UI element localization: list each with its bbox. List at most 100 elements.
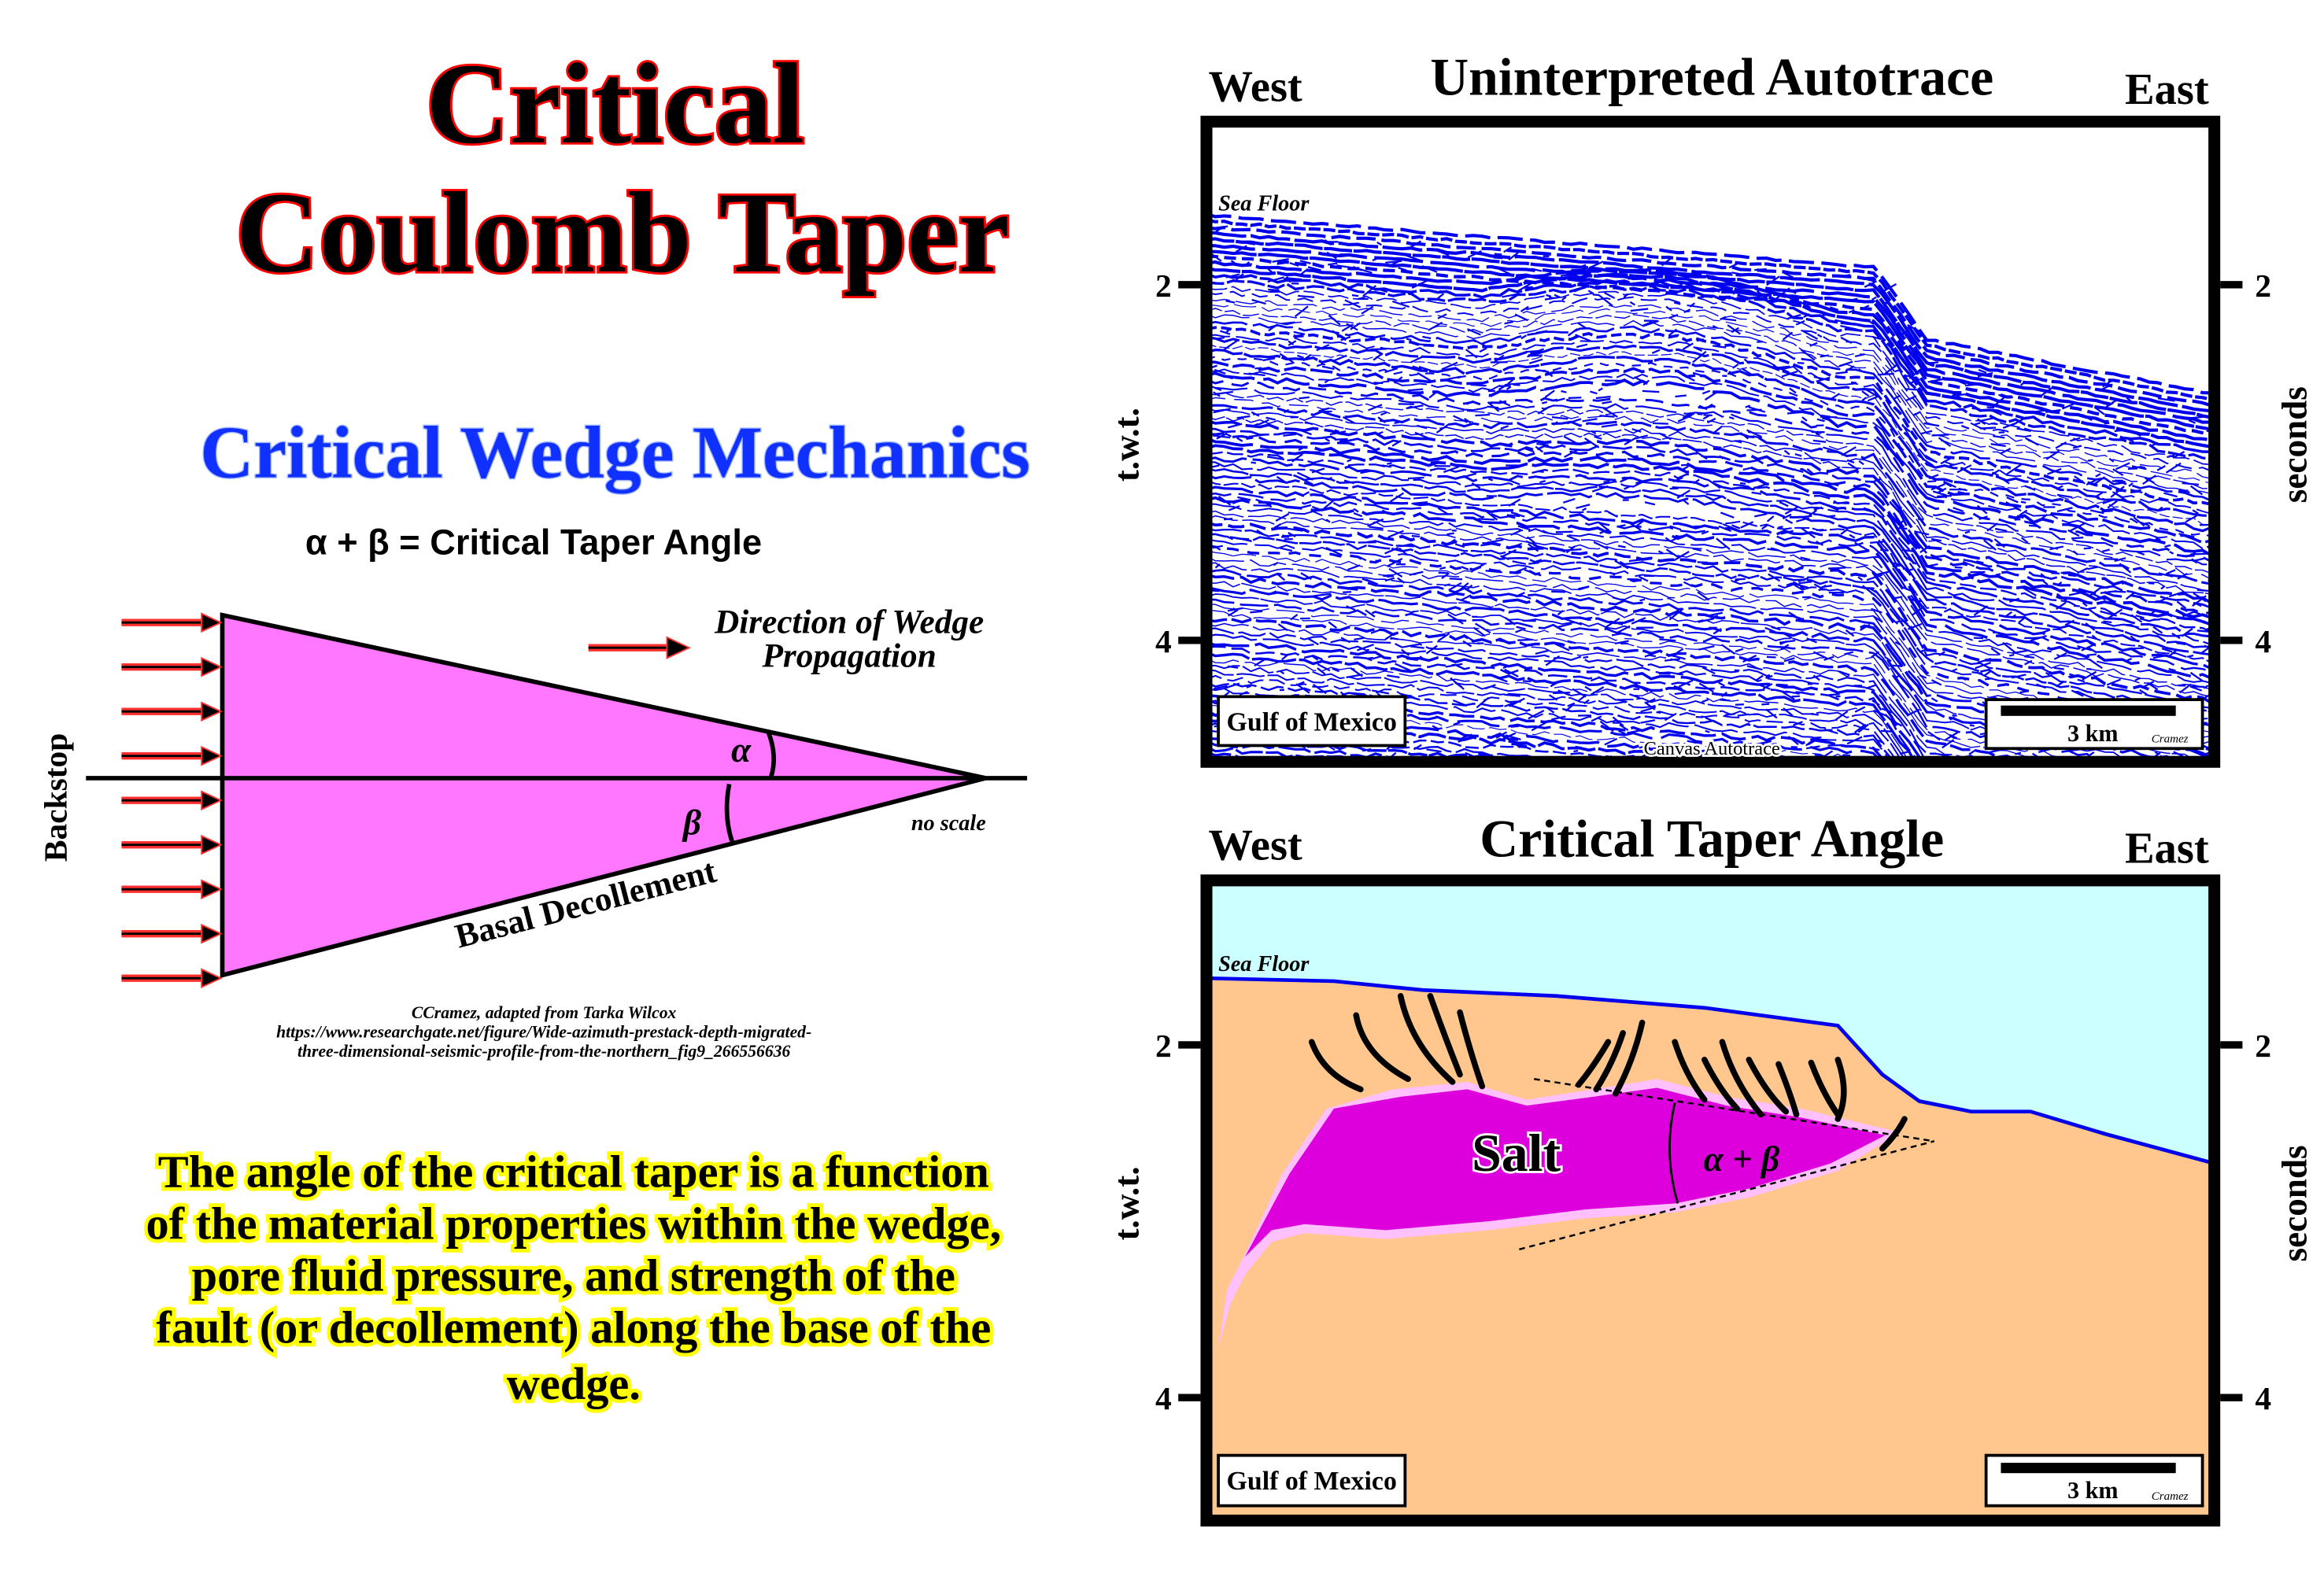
seismic-trace xyxy=(1416,424,1428,430)
seismic-trace xyxy=(2189,671,2204,682)
seismic-trace xyxy=(1864,305,1870,308)
seismic-trace xyxy=(1907,622,1923,630)
seismic-trace xyxy=(1805,745,1820,750)
wedge-diagram: Backstop Direction of Wedge Propagation … xyxy=(38,603,1028,988)
seismic-trace xyxy=(1977,658,1992,664)
seismic-reflector xyxy=(1206,304,2211,484)
seismic-trace xyxy=(2040,573,2045,578)
seismic-trace xyxy=(1857,723,1869,733)
seismic-trace xyxy=(2165,569,2176,575)
seismic-trace xyxy=(1896,674,1901,678)
seismic-trace xyxy=(1912,605,1925,616)
seismic-trace xyxy=(2200,648,2209,655)
seismic-trace xyxy=(2115,493,2127,502)
seismic-trace xyxy=(1880,283,1897,293)
seismic-trace xyxy=(1644,501,1656,506)
seismic-trace xyxy=(1776,769,1786,777)
seismic-trace xyxy=(1664,537,1672,543)
seismic-trace xyxy=(2035,513,2048,523)
seismic-trace xyxy=(1697,591,1710,601)
seismic-trace xyxy=(1618,729,1626,735)
seismic-trace xyxy=(1273,523,1281,529)
east-label: East xyxy=(2125,824,2209,873)
seismic-trace xyxy=(1506,478,1520,485)
citation-line-1: CCramez, adapted from Tarka Wilcox xyxy=(412,1003,677,1022)
seismic-trace xyxy=(2191,415,2208,419)
seismic-trace xyxy=(1515,542,1523,548)
seismic-trace xyxy=(1506,514,1520,518)
seismic-trace xyxy=(2023,655,2034,659)
seismic-trace xyxy=(1998,393,2014,399)
y-axis-right-label: seconds xyxy=(2274,386,2314,503)
seismic-reflector xyxy=(1206,286,2211,466)
seismic-trace xyxy=(1849,533,1856,539)
seismic-trace xyxy=(1456,597,1471,604)
seismic-trace xyxy=(2107,500,2118,509)
seismic-trace xyxy=(1254,658,1266,666)
seismic-trace xyxy=(1778,526,1783,529)
seismic-trace xyxy=(2134,677,2141,681)
seismic-trace xyxy=(1620,476,1632,483)
seismic-trace xyxy=(1923,459,1934,467)
push-arrow-icon xyxy=(121,745,223,766)
seismic-trace xyxy=(1931,434,1949,437)
seismic-trace xyxy=(1801,330,1819,340)
seismic-reflector xyxy=(1206,371,2212,557)
seismic-trace xyxy=(1871,700,1880,707)
seismic-trace xyxy=(2056,493,2073,499)
beta-arc xyxy=(724,783,735,843)
sea-floor-line xyxy=(1206,976,2215,1165)
seismic-trace xyxy=(2182,482,2199,485)
seismic-trace xyxy=(1698,682,1714,693)
seismic-trace xyxy=(1648,654,1657,658)
seismic-trace xyxy=(2036,683,2047,689)
seismic-trace xyxy=(1283,433,1297,437)
panel-title: Critical Taper Angle xyxy=(1480,810,1944,869)
seismic-trace xyxy=(1311,655,1319,661)
top-panel-uninterpreted: West East Uninterpreted Autotrace Sea Fl… xyxy=(1107,48,2314,777)
seismic-trace xyxy=(1581,265,1593,271)
seismic-trace xyxy=(1728,416,1735,420)
seismic-trace xyxy=(2045,409,2061,413)
seismic-trace xyxy=(1462,633,1474,642)
tick-label-4-right: 4 xyxy=(2255,623,2271,659)
seismic-trace xyxy=(2081,643,2095,652)
seismic-trace xyxy=(1548,694,1558,701)
location-label: Gulf of Mexico xyxy=(1227,1467,1397,1496)
seismic-reflector xyxy=(1206,407,2211,592)
seismic-trace xyxy=(1984,677,1993,681)
seismic-trace xyxy=(1502,664,1510,670)
seismic-trace xyxy=(1553,691,1571,695)
seismic-trace xyxy=(1628,275,1638,280)
seismic-trace xyxy=(2179,683,2192,694)
seismic-trace xyxy=(1983,539,1997,551)
seismic-trace xyxy=(1358,556,1367,562)
seismic-reflector xyxy=(1206,231,2212,413)
seismic-reflector xyxy=(1206,225,2212,408)
seismic-trace xyxy=(1766,515,1775,522)
seismic-trace xyxy=(1713,425,1723,434)
seismic-trace xyxy=(2152,655,2165,659)
seismic-trace xyxy=(1664,712,1677,722)
seismic-trace xyxy=(1954,566,1963,569)
seismic-trace xyxy=(1881,707,1894,714)
seismic-trace xyxy=(1325,547,1343,556)
seismic-trace xyxy=(1735,440,1742,444)
seismic-trace xyxy=(1561,296,1567,301)
seismic-trace xyxy=(1439,290,1451,293)
seismic-trace xyxy=(1840,274,1851,278)
seismic-trace xyxy=(1565,618,1583,626)
seismic-trace xyxy=(1239,691,1248,696)
seismic-trace xyxy=(2108,608,2123,619)
seismic-trace xyxy=(1251,298,1266,305)
seismic-trace xyxy=(2046,467,2062,475)
seismic-trace xyxy=(1753,483,1766,489)
seismic-trace xyxy=(1598,294,1613,307)
seismic-trace xyxy=(2148,683,2159,691)
seismic-trace xyxy=(1215,546,1221,551)
seismic-trace xyxy=(1683,581,1693,587)
seismic-trace xyxy=(1609,571,1616,576)
seismic-trace xyxy=(1676,489,1690,499)
seismic-trace xyxy=(1447,613,1464,625)
seismic-trace xyxy=(1428,390,1438,399)
